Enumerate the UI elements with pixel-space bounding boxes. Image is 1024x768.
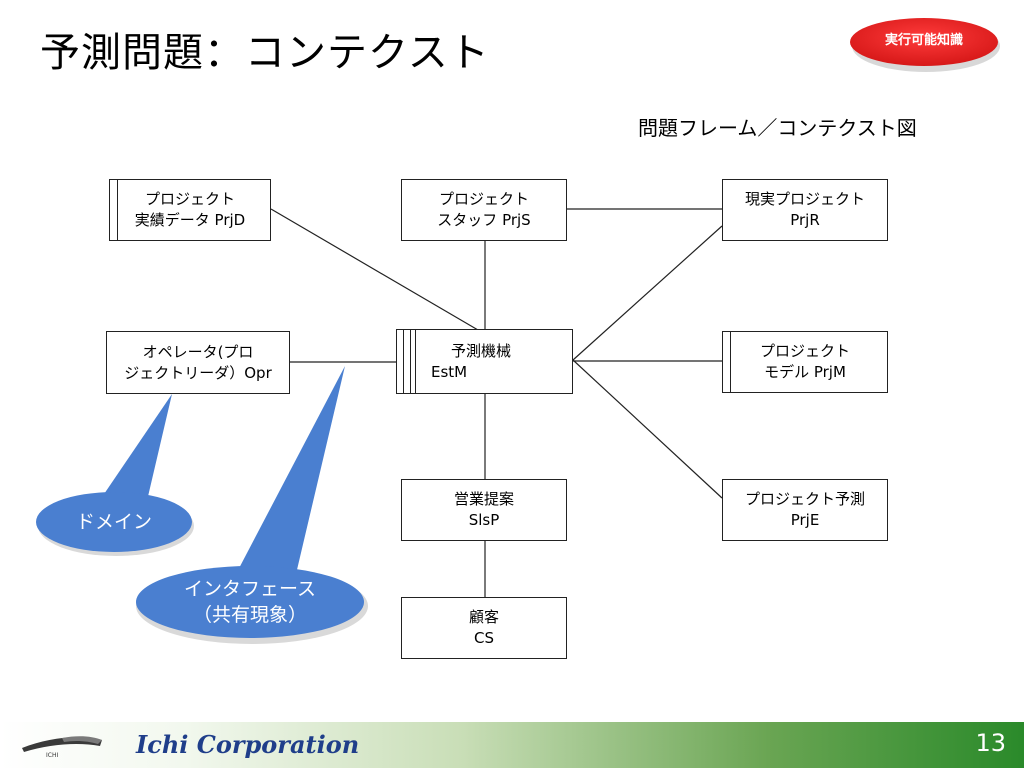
prjr-line2: PrjR (790, 211, 820, 229)
domain-callout-bubble (36, 492, 192, 552)
interface-callout-pointer (236, 366, 345, 574)
cs-domain-box: 顧客 CS (401, 597, 567, 659)
company-name: Ichi Corporation (136, 730, 360, 759)
prje-line1: プロジェクト予測 (744, 490, 865, 508)
prje-line2: PrjE (790, 511, 820, 529)
prje-domain-box: プロジェクト予測 PrjE (722, 479, 888, 541)
prjs-line2: スタッフ PrjS (437, 211, 531, 229)
logo-text: ICHI (46, 752, 59, 759)
estm-line2: EstM (431, 362, 468, 381)
prjm-line2: モデル PrjM (764, 363, 846, 381)
prjr-domain-box: 現実プロジェクト PrjR (722, 179, 888, 241)
domain-callout-label: ドメイン (75, 511, 152, 533)
slsp-line2: SlsP (468, 511, 500, 529)
prjs-line1: プロジェクト (438, 190, 529, 208)
prjd-line1: プロジェクト (144, 190, 235, 208)
line-estm-prjr (572, 225, 723, 361)
line-estm-prje (572, 359, 723, 499)
company-logo-icon (22, 736, 102, 752)
cs-line1: 顧客 (468, 608, 499, 626)
prjd-line2: 実績データ PrjD (134, 211, 246, 229)
cloud-shape-icon (850, 18, 1000, 72)
slsp-domain-box: 営業提案 SlsP (401, 479, 567, 541)
prjm-domain-box: プロジェクト モデル PrjM (722, 331, 888, 393)
badge-label: 実行可能知識 (884, 33, 963, 48)
estm-line1: 予測機械 (451, 341, 512, 360)
cs-line2: CS (474, 629, 494, 647)
domain-callout-pointer (100, 394, 172, 505)
prjr-line1: 現実プロジェクト (744, 190, 865, 208)
interface-callout-line1: インタフェース (183, 578, 317, 600)
prjs-domain-box: プロジェクト スタッフ PrjS (401, 179, 567, 241)
opr-line1: オペレータ(プロ (142, 342, 254, 361)
interface-callout-label: インタフェース （共有現象） (136, 576, 364, 628)
page-number: 13 (975, 729, 1006, 757)
interface-callout-line2: （共有現象） (192, 604, 307, 626)
prjm-line1: プロジェクト (759, 342, 850, 360)
line-prjd-estm (270, 208, 479, 331)
estm-machine-box: 予測機械 EstM (396, 329, 573, 394)
slsp-line1: 営業提案 (453, 490, 514, 508)
executable-knowledge-badge: 実行可能知識 (848, 16, 1000, 74)
interface-callout-bubble (136, 566, 364, 638)
opr-line2: ジェクトリーダ）Opr (124, 363, 272, 382)
footer-bar (0, 722, 1024, 768)
opr-domain-box: オペレータ(プロ ジェクトリーダ）Opr (106, 331, 290, 394)
slide-title: 予測問題：コンテクスト (40, 30, 490, 76)
diagram-title: 問題フレーム／コンテクスト図 (638, 116, 917, 140)
prjd-domain-box: プロジェクト 実績データ PrjD (109, 179, 271, 241)
